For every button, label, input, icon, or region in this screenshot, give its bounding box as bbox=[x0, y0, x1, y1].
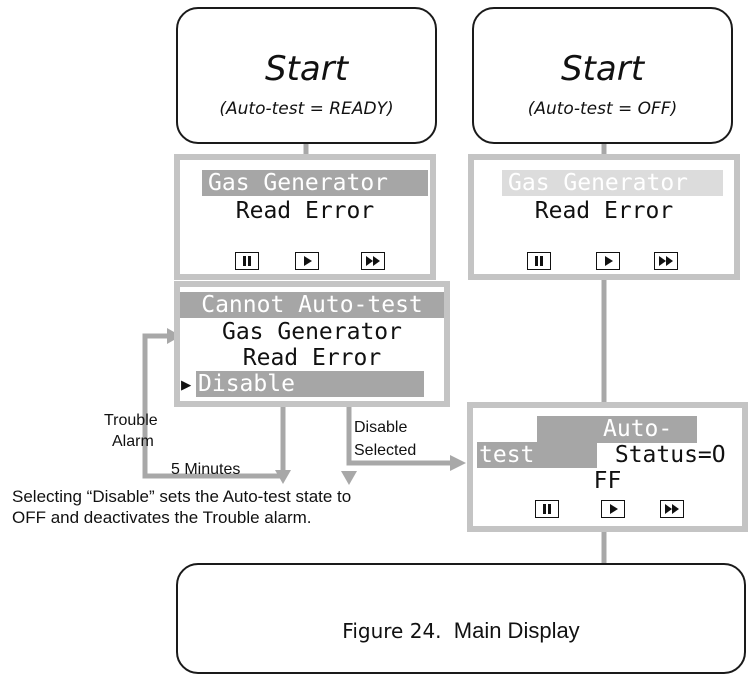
start-off-box: Start (Auto-test = OFF) bbox=[472, 7, 733, 144]
cannot-line-gas-generator: Gas Generator bbox=[221, 319, 402, 345]
selection-pointer-icon: ▶ bbox=[181, 375, 192, 395]
cannot-autotest-header: Cannot Auto-test bbox=[180, 292, 444, 318]
fast-forward-icon[interactable] bbox=[660, 500, 684, 518]
start-off-title: Start bbox=[560, 49, 645, 89]
disable-menu-item[interactable]: Disable bbox=[196, 371, 424, 397]
cannot-autotest-screen: Cannot Auto-test Gas Generator Read Erro… bbox=[174, 281, 450, 407]
alarm-label: Alarm bbox=[112, 433, 154, 450]
fast-forward-icon[interactable] bbox=[361, 252, 385, 270]
status-line2-test: test bbox=[477, 442, 597, 468]
selected-label: Selected bbox=[354, 442, 417, 459]
figure-caption-prefix: Figure bbox=[342, 619, 410, 643]
play-icon[interactable] bbox=[295, 252, 319, 270]
screen-ready: Gas Generator Read Error bbox=[174, 154, 436, 280]
start-ready-box: Start (Auto-test = READY) bbox=[176, 7, 437, 144]
cannot-line-read-error: Read Error bbox=[242, 345, 382, 371]
five-minutes-label: 5 Minutes bbox=[171, 461, 241, 478]
figure-caption-number: 24. bbox=[409, 619, 442, 643]
disable-label: Disable bbox=[354, 419, 408, 436]
autotest-status-screen: Auto- test Status=O FF bbox=[467, 402, 748, 532]
status-line2-status: Status=O bbox=[601, 442, 726, 468]
play-icon[interactable] bbox=[596, 252, 620, 270]
start-ready-title: Start bbox=[264, 49, 349, 89]
arrow-disable-down bbox=[341, 471, 357, 485]
pause-icon[interactable] bbox=[235, 252, 259, 270]
status-line3: FF bbox=[593, 468, 622, 494]
arrow-to-status bbox=[450, 455, 466, 471]
screen-off-line2: Read Error bbox=[534, 198, 674, 224]
screen-off-header: Gas Generator bbox=[502, 170, 723, 196]
screen-off: Gas Generator Read Error bbox=[468, 154, 740, 280]
figure-caption: Figure 24. Main Display bbox=[178, 618, 744, 644]
note-line-1: Selecting “Disable” sets the Auto-test s… bbox=[12, 487, 352, 506]
fast-forward-icon[interactable] bbox=[654, 252, 678, 270]
start-ready-subtitle: (Auto-test = READY) bbox=[219, 99, 394, 119]
play-icon[interactable] bbox=[601, 500, 625, 518]
pause-icon[interactable] bbox=[527, 252, 551, 270]
trouble-label: Trouble bbox=[104, 412, 158, 429]
screen-ready-line2: Read Error bbox=[235, 198, 375, 224]
pause-icon[interactable] bbox=[535, 500, 559, 518]
arrow-five-minutes bbox=[275, 470, 291, 484]
status-header-bg bbox=[537, 416, 697, 443]
note-line-2: OFF and deactivates the Trouble alarm. bbox=[12, 508, 312, 527]
figure-caption-box: Figure 24. Main Display bbox=[176, 563, 746, 674]
figure-caption-title: Main Display bbox=[441, 618, 580, 643]
disable-selected-path bbox=[346, 404, 450, 466]
status-line1: Auto- bbox=[603, 416, 673, 442]
start-off-subtitle: (Auto-test = OFF) bbox=[527, 99, 678, 119]
screen-ready-header: Gas Generator bbox=[202, 170, 428, 196]
